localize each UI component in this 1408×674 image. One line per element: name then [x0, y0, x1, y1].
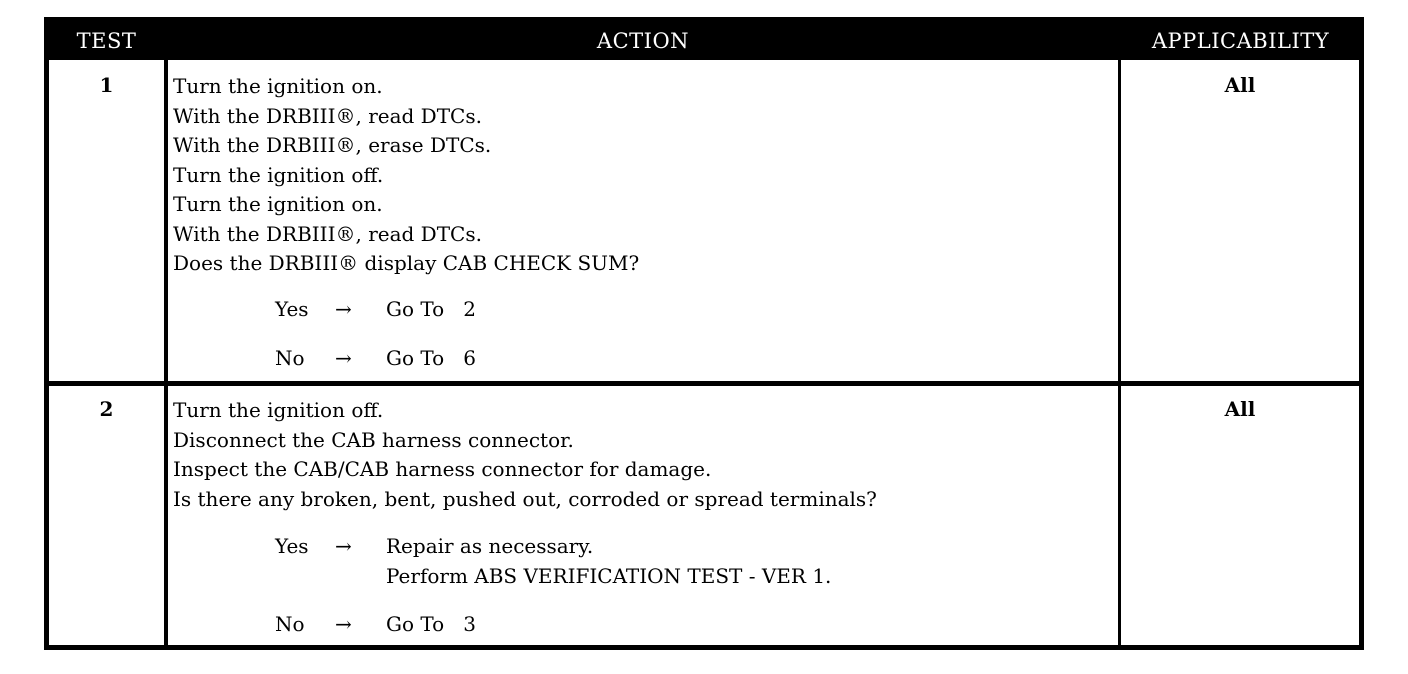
header-action: ACTION: [596, 29, 690, 53]
applicability-value: All: [1224, 397, 1256, 421]
applicability-value: All: [1224, 73, 1256, 97]
right-arrow-icon: →: [335, 612, 352, 636]
result-answer: Yes: [275, 297, 309, 321]
action-steps: Turn the ignition off. Disconnect the CA…: [173, 396, 1113, 514]
right-arrow-icon: →: [335, 297, 352, 321]
outcome-line: Repair as necessary.: [386, 534, 594, 558]
action-step: With the DRBIII®, read DTCs.: [173, 103, 482, 128]
action-steps: Turn the ignition on. With the DRBIII®, …: [173, 72, 1113, 279]
column-divider: [164, 60, 168, 645]
result-answer: No: [275, 612, 305, 636]
right-arrow-icon: →: [335, 534, 352, 558]
test-number: 1: [99, 73, 114, 97]
action-step: Turn the ignition off.: [173, 162, 384, 187]
result-outcome: Go To 6: [386, 344, 476, 374]
column-divider: [1118, 60, 1121, 645]
diagnostic-test-table: TEST ACTION APPLICABILITY 1 All Turn the…: [44, 17, 1364, 650]
test-number: 2: [99, 397, 114, 421]
table-header: TEST ACTION APPLICABILITY: [49, 22, 1359, 60]
header-test: TEST: [76, 29, 137, 53]
result-outcome: Go To 2: [386, 295, 476, 325]
action-step: With the DRBIII®, read DTCs.: [173, 221, 482, 246]
result-outcome: Repair as necessary. Perform ABS VERIFIC…: [386, 532, 831, 591]
action-step: Does the DRBIII® display CAB CHECK SUM?: [173, 251, 640, 275]
result-answer: Yes: [275, 534, 309, 558]
action-step: With the DRBIII®, erase DTCs.: [173, 133, 492, 157]
goto-text: Go To 2: [386, 297, 476, 321]
header-applicability: APPLICABILITY: [1151, 29, 1330, 53]
row-divider: [49, 381, 1359, 386]
action-step: Is there any broken, bent, pushed out, c…: [173, 486, 877, 511]
goto-text: Go To 6: [386, 346, 476, 370]
action-step: Turn the ignition off.: [173, 398, 384, 422]
outcome-line: Perform ABS VERIFICATION TEST - VER 1.: [386, 563, 832, 588]
action-step: Disconnect the CAB harness connector.: [173, 427, 574, 452]
result-answer: No: [275, 346, 305, 370]
action-step: Turn the ignition on.: [173, 74, 383, 98]
action-step: Inspect the CAB/CAB harness connector fo…: [173, 457, 712, 481]
action-step: Turn the ignition on.: [173, 192, 383, 216]
result-outcome: Go To 3: [386, 610, 476, 640]
goto-text: Go To 3: [386, 612, 476, 636]
right-arrow-icon: →: [335, 346, 352, 370]
